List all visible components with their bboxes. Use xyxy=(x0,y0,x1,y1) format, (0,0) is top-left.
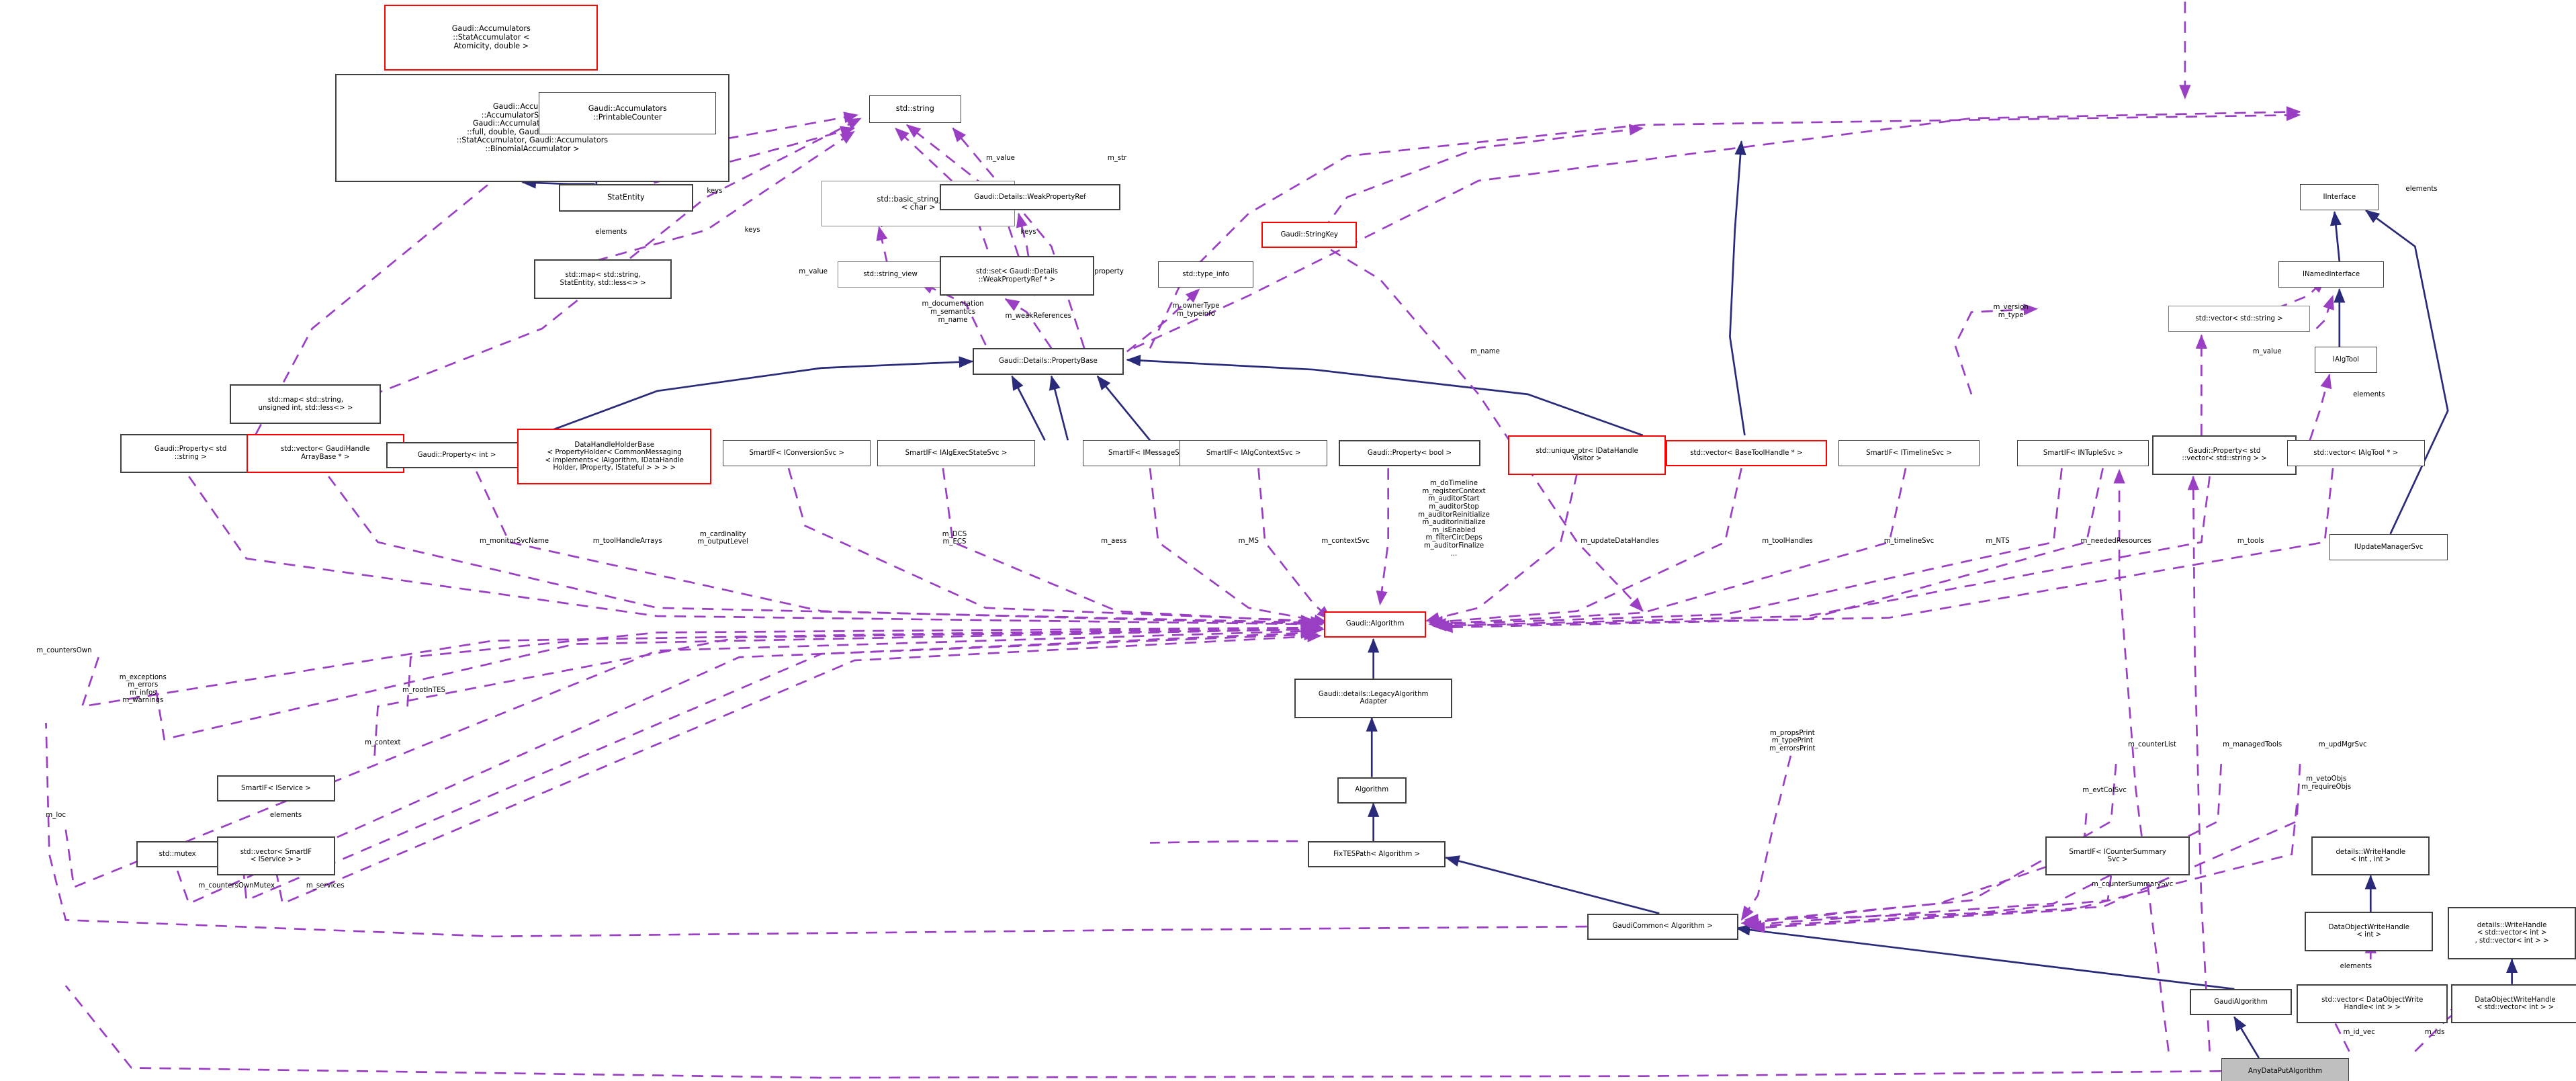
edge-label-m_context: m_context xyxy=(365,739,401,747)
class-node-typeInfo[interactable]: std::type_info xyxy=(1158,261,1254,288)
edge-label-m_managedTools: m_managedTools xyxy=(2223,740,2282,748)
edge-label-m_counterList: m_counterList xyxy=(2127,740,2176,748)
class-node-iAlgTool[interactable]: IAlgTool xyxy=(2315,346,2378,374)
edge-label-m_vetoObjs: m_vetoObjs m_requireObjs xyxy=(2301,775,2352,791)
edge-label-m_countersOwnMutex: m_countersOwnMutex xyxy=(198,882,275,890)
class-node-smartIfICounterSummarySvc[interactable]: SmartIF< ICounterSummary Svc > xyxy=(2045,836,2190,876)
edge-label-m_value-top: m_value xyxy=(986,154,1015,162)
class-node-propertyInt[interactable]: Gaudi::Property< int > xyxy=(386,441,528,468)
edge-label-m_MS: m_MS xyxy=(1238,537,1259,545)
edge-label-elements-iservice: elements xyxy=(269,811,302,819)
edge-label-m_ids: m_ids xyxy=(2424,1028,2445,1036)
edge-label-m_ownerType: m_ownerType m_typeinfo xyxy=(1172,302,1220,318)
edge-label-m_loc: m_loc xyxy=(46,811,66,819)
edge-label-m_id_vec: m_id_vec xyxy=(2343,1028,2375,1036)
edge-label-m_cardinality: m_cardinality m_outputLevel xyxy=(697,530,748,546)
class-node-dataObjectWriteHandleVec[interactable]: DataObjectWriteHandle < std::vector< int… xyxy=(2451,984,2576,1024)
edge-label-m_updateDataHandles: m_updateDataHandles xyxy=(1581,537,1659,545)
edge-label-m_version: m_version m_type xyxy=(1993,304,2029,319)
class-node-stdMutex[interactable]: std::mutex xyxy=(136,840,219,868)
class-node-vectorSmartIfIService[interactable]: std::vector< SmartIF < IService > > xyxy=(216,836,335,876)
class-node-dataObjectWriteHandleInt[interactable]: DataObjectWriteHandle < int > xyxy=(2305,912,2434,951)
edge-label-m_countersOwn: m_countersOwn xyxy=(36,647,92,655)
class-node-detailsWriteHandleVec[interactable]: details::WriteHandle < std::vector< int … xyxy=(2448,906,2576,960)
edge-label-elements-ialgtool: elements xyxy=(2353,390,2385,398)
edge-label-m_DCS: m_DCS m_ECS xyxy=(942,530,967,546)
edge-label-m_aess: m_aess xyxy=(1101,537,1127,545)
class-node-propertyBool[interactable]: Gaudi::Property< bool > xyxy=(1339,440,1480,467)
edge-label-m_doTimeline: m_doTimeline m_registerContext m_auditor… xyxy=(1418,480,1490,558)
class-node-dataHandleHolderBase[interactable]: DataHandleHolderBase < PropertyHolder< C… xyxy=(517,429,712,485)
class-node-vectorIAlgTool[interactable]: std::vector< IAlgTool * > xyxy=(2286,440,2425,467)
class-node-propertyString[interactable]: Gaudi::Property< std ::string > xyxy=(120,433,261,474)
edge-label-m_toolHandleArrays: m_toolHandleArrays xyxy=(592,537,662,545)
class-node-vectorStdString[interactable]: std::vector< std::string > xyxy=(2168,305,2310,332)
class-node-gaudiCommonAlgorithm[interactable]: GaudiCommon< Algorithm > xyxy=(1587,913,1738,940)
class-node-algorithm[interactable]: Algorithm xyxy=(1337,777,1407,804)
class-node-smartIfIService[interactable]: SmartIF< IService > xyxy=(216,775,335,802)
edge-label-keys-top: keys xyxy=(707,187,723,195)
edge-label-m_toolHandles: m_toolHandles xyxy=(1762,537,1813,545)
class-node-mapStringUInt[interactable]: std::map< std::string, unsigned int, std… xyxy=(230,384,382,424)
class-node-propertyVectorString[interactable]: Gaudi::Property< std ::vector< std::stri… xyxy=(2151,435,2297,475)
class-node-propertyBase[interactable]: Gaudi::Details::PropertyBase xyxy=(972,348,1124,375)
edge-label-m_weakReferences: m_weakReferences xyxy=(1005,312,1071,320)
edge-label-m_exceptions: m_exceptions m_errors m_infos m_warnings xyxy=(119,673,167,705)
edge-label-elements-statentity: elements xyxy=(595,228,627,236)
class-node-smartIfIAlgExecStateSvc[interactable]: SmartIF< IAlgExecStateSvc > xyxy=(877,440,1035,467)
class-node-statEntity[interactable]: StatEntity xyxy=(558,183,694,212)
class-node-smartIfIAlgContextSvc[interactable]: SmartIF< IAlgContextSvc > xyxy=(1180,440,1328,467)
class-node-vectorDataObjectWriteHandle[interactable]: std::vector< DataObjectWrite Handle< int… xyxy=(2297,984,2448,1024)
edge-label-m_tools: m_tools xyxy=(2237,537,2264,545)
class-node-smartIfITimelineSvc[interactable]: SmartIF< ITimelineSvc > xyxy=(1838,440,1980,467)
edge-label-elements-writehandle: elements xyxy=(2340,962,2372,970)
edge-label-m_updMgrSvc: m_updMgrSvc xyxy=(2318,740,2367,748)
class-node-vectorBaseToolHandle[interactable]: std::vector< BaseToolHandle * > xyxy=(1666,440,1827,467)
class-node-stdStringView[interactable]: std::string_view xyxy=(838,261,943,288)
edge-label-keys-left: keys xyxy=(744,226,760,234)
edge-label-m_NTS: m_NTS xyxy=(1986,537,2010,545)
class-node-stdString[interactable]: std::string xyxy=(869,95,961,124)
class-node-statAccumulator[interactable]: Gaudi::Accumulators ::StatAccumulator < … xyxy=(384,5,598,71)
class-node-smartIfIConversionSvc[interactable]: SmartIF< IConversionSvc > xyxy=(723,440,871,467)
class-node-fixTESPathAlgorithm[interactable]: FixTESPath< Algorithm > xyxy=(1307,840,1446,868)
edge-label-m_name: m_name xyxy=(1470,348,1500,356)
class-node-gaudiAlgorithmCore[interactable]: Gaudi::Algorithm xyxy=(1324,611,1426,638)
class-node-printableCounter[interactable]: Gaudi::Accumulators ::PrintableCounter xyxy=(539,91,717,135)
class-node-setWeakPropertyRef[interactable]: std::set< Gaudi::Details ::WeakPropertyR… xyxy=(939,256,1094,296)
class-node-smartIfINTupleSvc[interactable]: SmartIF< INTupleSvc > xyxy=(2017,440,2149,467)
class-node-uniquePtrIDataHandleVisitor[interactable]: std::unique_ptr< IDataHandle Visitor > xyxy=(1508,435,1667,475)
edge-label-m_monitorSvcName: m_monitorSvcName xyxy=(480,537,549,545)
class-node-anyDataPutAlgorithm[interactable]: AnyDataPutAlgorithm xyxy=(2221,1057,2350,1081)
edge-label-m_documentation: m_documentation m_semantics m_name xyxy=(922,300,984,324)
edge-label-elements-iinterface: elements xyxy=(2405,185,2438,193)
edge-label-m_str: m_str xyxy=(1107,154,1127,162)
class-node-vectorGaudiHandleArray[interactable]: std::vector< GaudiHandle ArrayBase * > xyxy=(246,433,404,474)
edge-label-keys-mid: keys xyxy=(1020,228,1036,236)
edge-label-m_neededResources: m_neededResources xyxy=(2080,537,2151,545)
edge-label-m_services: m_services xyxy=(306,882,345,890)
edge-label-m_rootInTES: m_rootInTES xyxy=(402,687,446,695)
class-node-weakPropertyRef[interactable]: Gaudi::Details::WeakPropertyRef xyxy=(939,183,1121,210)
edge-label-m_timelineSvc: m_timelineSvc xyxy=(1883,537,1935,545)
class-node-mapStringStatEntity[interactable]: std::map< std::string, StatEntity, std::… xyxy=(533,259,672,300)
class-node-gaudiAlgorithm[interactable]: GaudiAlgorithm xyxy=(2190,989,2292,1016)
class-node-iInterface[interactable]: IInterface xyxy=(2300,183,2379,210)
class-node-iNamedInterface[interactable]: INamedInterface xyxy=(2278,261,2384,288)
class-node-legacyAlgorithmAdapter[interactable]: Gaudi::details::LegacyAlgorithm Adapter xyxy=(1294,678,1453,718)
edge-label-m_contextSvc: m_contextSvc xyxy=(1321,537,1370,545)
edge-label-m_value-right: m_value xyxy=(2252,348,2282,356)
edge-label-m_counterSummarySvc: m_counterSummarySvc xyxy=(2091,880,2174,888)
class-node-stringKey[interactable]: Gaudi::StringKey xyxy=(1261,222,1358,249)
edge-label-m_propsPrint: m_propsPrint m_typePrint m_errorsPrint xyxy=(1769,729,1816,752)
class-node-detailsWriteHandleIntInt[interactable]: details::WriteHandle < int , int > xyxy=(2311,836,2430,876)
edge-label-m_evtColSvc: m_evtColSvc xyxy=(2082,787,2127,795)
class-node-iUpdateManagerSvc[interactable]: IUpdateManagerSvc xyxy=(2329,533,2448,560)
